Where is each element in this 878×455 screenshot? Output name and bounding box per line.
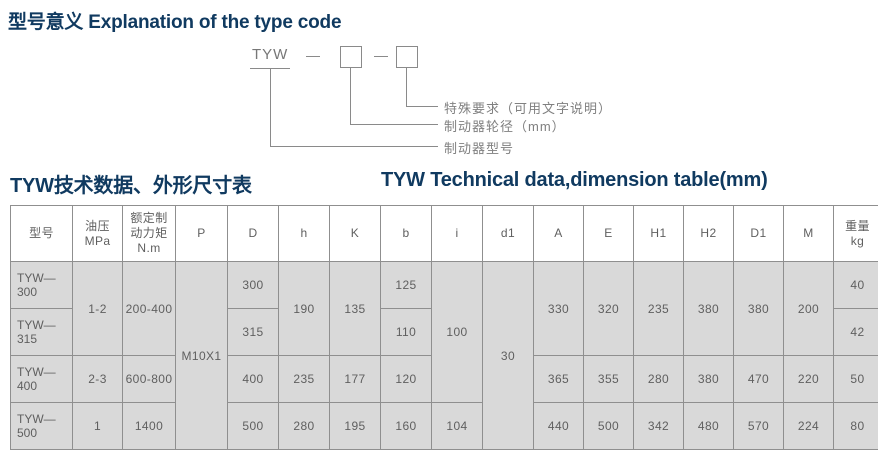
header-oil-pressure-line-2: MPa — [84, 233, 111, 248]
header-h2: H2 — [683, 205, 734, 262]
cell-h-190: 190 — [278, 261, 330, 356]
leader-diameter-vertical — [350, 68, 351, 124]
cell-oil-pressure-2-3: 2-3 — [72, 355, 123, 403]
cell-torque-600-800: 600-800 — [122, 355, 176, 403]
header-rated-braking-torque: 额定制 动力矩 N.m — [122, 205, 176, 262]
type-code-dash-2 — [374, 56, 388, 57]
type-code-box-special — [396, 46, 418, 68]
header-model: 型号 — [10, 205, 73, 262]
header-i: i — [431, 205, 483, 262]
cell-dd1-380: 380 — [733, 261, 784, 356]
cell-h-280: 280 — [278, 402, 330, 450]
table-header-row: 型号 油压 MPa 额定制 动力矩 N.m P D h K b i d1 A E… — [10, 205, 878, 262]
cell-k-195: 195 — [329, 402, 381, 450]
page-title-type-code: 型号意义 Explanation of the type code — [8, 12, 342, 33]
cell-i-104: 104 — [431, 402, 483, 450]
cell-weight-80: 80 — [833, 402, 878, 450]
header-oil-pressure-line-1: 油压 — [85, 218, 110, 233]
header-weight: 重量 kg — [833, 205, 878, 262]
header-weight-line-2: kg — [850, 233, 865, 248]
header-a: A — [533, 205, 584, 262]
cell-dd1-570: 570 — [733, 402, 784, 450]
table-title-cn: TYW技术数据、外形尺寸表 — [10, 175, 252, 197]
cell-weight-40: 40 — [833, 261, 878, 309]
cell-a-440: 440 — [533, 402, 584, 450]
cell-h2-480: 480 — [683, 402, 734, 450]
table-row: TYW—300 1-2 200-400 M10X1 300 190 135 12… — [10, 261, 878, 450]
cell-m-220: 220 — [783, 355, 834, 403]
leader-model-horizontal — [270, 146, 438, 147]
cell-d-500: 500 — [227, 402, 279, 450]
cell-p-m10x1: M10X1 — [175, 261, 228, 450]
callout-brake-wheel-diameter: 制动器轮径（mm） — [444, 119, 566, 134]
technical-data-table: 型号 油压 MPa 额定制 动力矩 N.m P D h K b i d1 A E… — [10, 205, 878, 450]
callout-special-requirement: 特殊要求（可用文字说明） — [444, 101, 613, 116]
header-d1: d1 — [482, 205, 534, 262]
cell-k-177: 177 — [329, 355, 381, 403]
header-k: K — [329, 205, 381, 262]
cell-m-224: 224 — [783, 402, 834, 450]
cell-b-125: 125 — [380, 261, 432, 309]
cell-d-400: 400 — [227, 355, 279, 403]
header-model-line-1: 型号 — [29, 226, 54, 240]
cell-i-100: 100 — [431, 261, 483, 403]
table-title-en: TYW Technical data,dimension table(mm) — [381, 169, 768, 191]
cell-h1-280: 280 — [633, 355, 684, 403]
header-d: D — [227, 205, 279, 262]
cell-weight-50: 50 — [833, 355, 878, 403]
cell-e-500: 500 — [583, 402, 634, 450]
header-h: h — [278, 205, 330, 262]
header-p: P — [175, 205, 228, 262]
cell-torque-200-400: 200-400 — [122, 261, 176, 356]
cell-k-135: 135 — [329, 261, 381, 356]
cell-d-300: 300 — [227, 261, 279, 309]
cell-h2-380b: 380 — [683, 355, 734, 403]
leader-special-vertical — [406, 68, 407, 106]
cell-h2-380: 380 — [683, 261, 734, 356]
cell-model-500: TYW—500 — [10, 402, 73, 450]
header-torque-line-1: 额定制 — [130, 211, 168, 225]
header-dd1: D1 — [733, 205, 784, 262]
type-code-prefix: TYW — [252, 46, 289, 63]
cell-h1-235: 235 — [633, 261, 684, 356]
cell-h-235: 235 — [278, 355, 330, 403]
cell-m-200: 200 — [783, 261, 834, 356]
type-code-diagram: TYW 特殊要求（可用文字说明） 制动器轮径（mm） 制动器型号 — [0, 38, 878, 163]
header-b: b — [380, 205, 432, 262]
cell-oil-pressure-1-2: 1-2 — [72, 261, 123, 356]
cell-b-160: 160 — [380, 402, 432, 450]
cell-weight-42: 42 — [833, 308, 878, 356]
callout-brake-model: 制动器型号 — [444, 141, 515, 156]
type-code-dash-1 — [306, 56, 320, 57]
header-torque-line-2: 动力矩 — [130, 226, 168, 240]
cell-torque-1400: 1400 — [122, 402, 176, 450]
cell-d1-30: 30 — [482, 261, 534, 450]
cell-dd1-470: 470 — [733, 355, 784, 403]
leader-diameter-horizontal — [350, 124, 438, 125]
header-e: E — [583, 205, 634, 262]
cell-model-400: TYW—400 — [10, 355, 73, 403]
cell-b-120: 120 — [380, 355, 432, 403]
table-row: TYW—500 1 1400 500 280 195 160 104 440 5… — [10, 402, 878, 450]
cell-model-300: TYW—300 — [10, 261, 73, 309]
header-torque-line-3: N.m — [137, 241, 161, 255]
cell-e-320: 320 — [583, 261, 634, 356]
leader-model-vertical — [270, 68, 271, 146]
header-h1: H1 — [633, 205, 684, 262]
cell-b-110: 110 — [380, 308, 432, 356]
cell-a-330: 330 — [533, 261, 584, 356]
header-weight-line-1: 重量 — [845, 218, 870, 233]
cell-h1-342: 342 — [633, 402, 684, 450]
cell-model-315: TYW—315 — [10, 308, 73, 356]
leader-special-horizontal — [406, 106, 438, 107]
type-code-box-diameter — [340, 46, 362, 68]
table-row: TYW—315 315 110 42 — [10, 308, 878, 356]
table-row: TYW—400 2-3 600-800 400 235 177 120 365 … — [10, 355, 878, 403]
cell-e-355: 355 — [583, 355, 634, 403]
cell-d-315: 315 — [227, 308, 279, 356]
header-m: M — [783, 205, 834, 262]
cell-a-365: 365 — [533, 355, 584, 403]
cell-oil-pressure-1: 1 — [72, 402, 123, 450]
header-oil-pressure: 油压 MPa — [72, 205, 123, 262]
